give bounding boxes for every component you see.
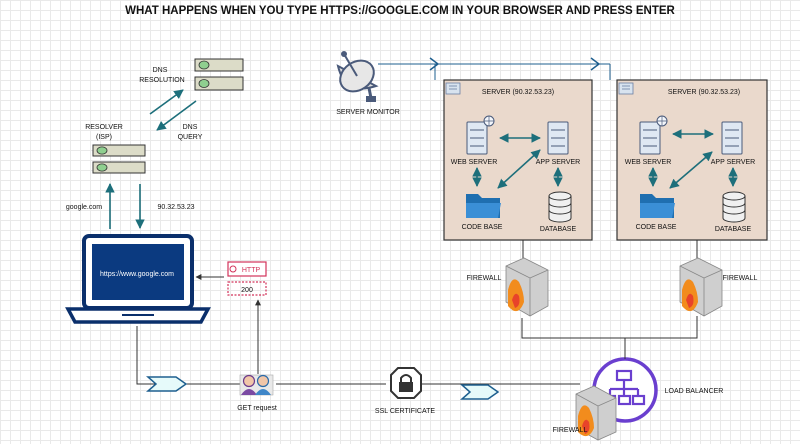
load-balancer-label: LOAD BALANCER [665,388,724,395]
http-label: HTTP [242,267,261,274]
ssl-lock-icon [390,367,422,399]
ssl-label: SSL CERTIFICATE [375,408,435,415]
get-request-label: GET request [237,405,277,412]
browser-url: https://www.google.com [100,271,174,278]
dns-resolution-label-1: DNS [153,67,168,74]
code-app-arrow-2 [669,151,713,189]
firewall-label-3: FIREWALL [553,427,588,434]
flow-arrow-icon-2 [460,384,500,400]
google-com-label: google.com [66,204,102,211]
laptop-icon [65,234,211,324]
server-monitor-label: SERVER MONITOR [336,109,400,116]
resolver-label-2: (ISP) [96,134,112,141]
firewall-label-1: FIREWALL [467,275,502,282]
servers-bus-connector [521,316,698,339]
dns-resolution-label-2: RESOLUTION [139,77,185,84]
firewall-icon-1 [505,257,549,317]
dns-reply-arrow [156,100,197,131]
http-status: 200 [241,287,253,294]
database-icon-1 [548,191,572,223]
database-label-2: DATABASE [715,226,752,233]
server1-title: SERVER (90.32.53.23) [482,89,554,96]
web-server-icon-1 [466,115,495,155]
ip-response-label: 90.32.53.23 [158,204,195,211]
monitor-chevron-icon-1 [429,57,440,71]
web-server-label-2: WEB SERVER [625,159,672,166]
dns-request-arrow [149,89,184,115]
app-server-label-2: APP SERVER [711,159,756,166]
laptop-to-get-connector [136,326,245,385]
dns-query-label-2: QUERY [178,134,203,141]
resolver-box [92,144,146,174]
diagram-title: WHAT HAPPENS WHEN YOU TYPE HTTPS://GOOGL… [125,5,675,17]
flow-arrow-icon-1 [146,376,188,392]
code-base-label-2: CODE BASE [636,224,677,231]
dns-query-label-1: DNS [183,124,198,131]
app-server-icon-1 [547,121,569,155]
app-server-icon-2 [721,121,743,155]
users-icon [239,374,274,396]
resolver-label-1: RESOLVER [85,124,123,131]
monitor-chevron-icon-2 [590,57,601,71]
database-icon-2 [722,191,746,223]
web-server-icon-2 [639,115,668,155]
folder-icon-1 [466,194,501,218]
code-app-arrow-1 [497,149,541,189]
firewall-icon-2 [679,257,723,317]
app-server-label-1: APP SERVER [536,159,581,166]
server2-title: SERVER (90.32.53.23) [668,89,740,96]
firewall-label-2: FIREWALL [723,275,758,282]
dns-resolution-box [194,58,244,91]
monitor-connector [378,63,436,80]
folder-icon-2 [640,194,675,218]
http-response-icon [227,261,267,296]
code-base-label-1: CODE BASE [462,224,503,231]
firewall-icon-3 [575,385,617,441]
satellite-dish-icon [336,51,379,102]
web-server-label-1: WEB SERVER [451,159,498,166]
database-label-1: DATABASE [540,226,577,233]
